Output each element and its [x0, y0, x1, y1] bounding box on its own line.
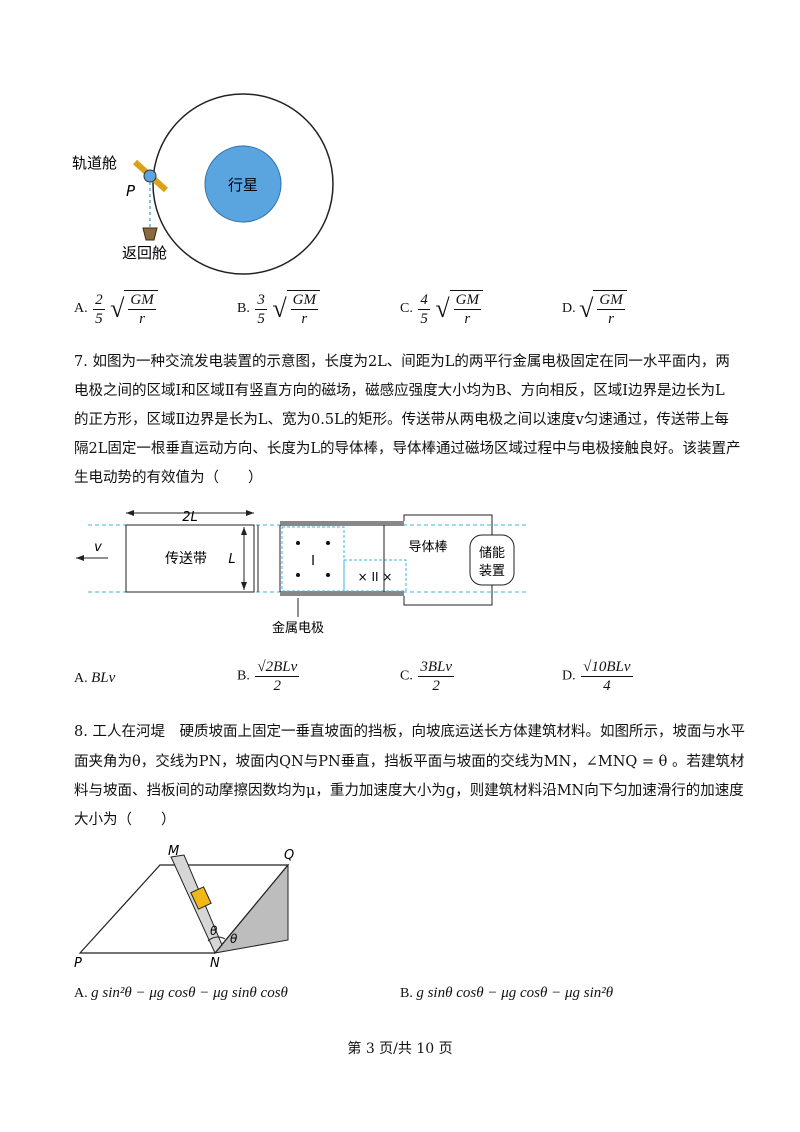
option-letter: B. [237, 301, 250, 317]
belt-segment [125, 524, 255, 593]
slope-figure: θ θ M Q P N [74, 845, 294, 970]
theta-2: θ [230, 932, 238, 946]
option-expr: BLv [91, 670, 116, 686]
electrode-bottom [280, 591, 404, 596]
option-letter: A. [74, 671, 88, 686]
width-label: L [228, 552, 235, 567]
point-p-label: P [126, 182, 136, 200]
electrode-top [280, 521, 404, 526]
velocity-label: v [94, 540, 102, 555]
q8-line-1: 8. 工人在河堤 硬质坡面上固定一垂直坡面的挡板，向坡底运送长方体建筑材料。如图… [74, 724, 745, 740]
storage-label-2: 装置 [479, 564, 505, 579]
q8-option-a[interactable]: A. g sin²θ − μg cosθ − μg sinθ cosθ [74, 985, 288, 1002]
region-2 [343, 559, 407, 592]
orbit-figure: 行星 轨道舱 P 返回舱 [72, 93, 334, 275]
option-letter: B. [400, 986, 413, 1001]
q7-line-3: 的正方形，区域Ⅱ边界是长为L、宽为0.5L的矩形。传送带从两电极之间以速度v匀速… [74, 412, 729, 428]
belt-label: 传送带 [165, 551, 207, 567]
generator-figure: 2L 传送带 L v I × II × 导体棒 储能 装置 金属电极 [76, 510, 528, 636]
q8-line-3: 料与坡面、挡板间的动摩擦因数均为μ，重力加速度大小为g，则建筑材料沿MN向下匀加… [74, 783, 744, 799]
option-letter: B. [237, 668, 250, 684]
option-letter: A. [74, 301, 88, 317]
q7-line-4: 隔2L固定一根垂直运动方向、长度为L的导体棒，导体棒通过磁场区域过程中与电极接触… [74, 441, 741, 457]
capsule-icon [142, 227, 158, 241]
capsule-label: 返回舱 [122, 244, 167, 262]
q7-line-2: 电极之间的区域Ⅰ和区域Ⅱ有竖直方向的磁场，磁感应强度大小均为B、方向相反，区域Ⅰ… [74, 383, 725, 399]
option-letter: D. [562, 668, 576, 684]
region-2-label: × II × [358, 570, 393, 584]
planet [204, 145, 282, 223]
region-1-label: I [311, 554, 315, 569]
planet-label: 行星 [228, 176, 258, 194]
material-block [190, 886, 212, 910]
q7-line-1: 7. 如图为一种交流发电装置的示意图，长度为2L、间距为L的两平行金属电极固定在… [74, 354, 730, 370]
n-label: N [210, 956, 220, 970]
orbiter-label: 轨道舱 [72, 154, 117, 172]
region-1 [281, 526, 345, 592]
m-label: M [168, 845, 179, 859]
p-label: P [74, 956, 82, 970]
length-label: 2L [182, 510, 198, 525]
q8-line-2: 面夹角为θ，交线为PN，坡面内QN与PN垂直，挡板平面与坡面的交线为MN，∠MN… [74, 754, 745, 770]
option-letter: A. [74, 986, 88, 1001]
option-letter: C. [400, 668, 413, 684]
storage-device [469, 534, 515, 586]
page-footer: 第 3 页/共 10 页 [347, 1041, 453, 1057]
option-expr: g sinθ cosθ − μg cosθ − μg sin²θ [416, 985, 614, 1001]
q7-option-a[interactable]: A. BLv [74, 670, 115, 687]
option-expr: g sin²θ − μg cosθ − μg sinθ cosθ [91, 985, 288, 1001]
q8-line-4: 大小为（ ） [74, 812, 176, 828]
q-label: Q [284, 848, 294, 863]
q7-line-5: 生电动势的有效值为（ ） [74, 470, 263, 486]
q8-option-b[interactable]: B. g sinθ cosθ − μg cosθ − μg sin²θ [400, 985, 613, 1002]
option-letter: D. [562, 301, 576, 317]
rod-label: 导体棒 [408, 540, 447, 555]
theta-1: θ [210, 924, 218, 938]
option-letter: C. [400, 301, 413, 317]
electrode-label: 金属电极 [272, 620, 324, 636]
storage-label-1: 储能 [479, 546, 505, 561]
